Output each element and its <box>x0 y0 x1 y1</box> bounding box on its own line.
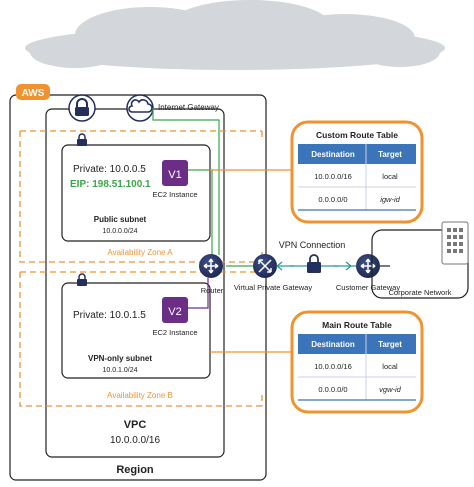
v1-private-ip: Private: 10.0.0.5 <box>73 164 146 175</box>
table-cell: vgw-id <box>379 385 402 394</box>
v1-badge: V1 <box>168 169 181 181</box>
region-label: Region <box>116 464 154 476</box>
custom-route-table: Custom Route Table Destination Target 10… <box>290 120 424 224</box>
internet-gateway-label: Internet Gateway <box>158 103 219 112</box>
table-cell: igw-id <box>380 195 400 204</box>
vpn-subnet-cidr: 10.0.1.0/24 <box>102 367 137 374</box>
v2-badge: V2 <box>168 306 181 318</box>
vpn-subnet-lock-icon <box>77 273 87 286</box>
public-subnet-lock-icon <box>77 133 87 146</box>
vpn-connection-label: VPN Connection <box>279 240 346 250</box>
table-cell: 10.0.0.0/16 <box>314 362 352 371</box>
table-cell: 10.0.0.0/16 <box>314 172 352 181</box>
custom-rt-header-destination: Destination <box>311 150 355 159</box>
internet-gateway-icon <box>126 94 154 122</box>
zone-a-box <box>19 130 262 263</box>
zone-b-box <box>19 271 262 407</box>
corporate-network-box <box>371 229 469 299</box>
vpn-arrows <box>275 261 353 271</box>
v1-eip: EIP: 198.51.100.1 <box>70 179 151 190</box>
router-label: Router <box>201 286 224 295</box>
vpc-cidr: 10.0.0.0/16 <box>110 435 160 446</box>
zone-a-label: Availability Zone A <box>107 248 173 257</box>
lock-icon <box>68 94 96 122</box>
v2-instance-icon: V2 <box>162 297 188 323</box>
custom-rt-header-target: Target <box>378 150 402 159</box>
main-route-table: Main Route Table Destination Target 10.0… <box>290 310 424 414</box>
vpn-subnet-name: VPN-only subnet <box>88 354 152 363</box>
main-rt-header-destination: Destination <box>311 340 355 349</box>
router-icon <box>199 254 223 278</box>
aws-badge: AWS <box>16 84 50 100</box>
vpn-lock-icon <box>290 254 338 273</box>
zone-b-label: Availability Zone B <box>107 391 173 400</box>
customer-gateway-label: Customer Gateway <box>336 283 400 292</box>
custom-route-table-title: Custom Route Table <box>316 130 398 140</box>
public-subnet-cidr: 10.0.0.0/24 <box>102 228 137 235</box>
customer-gateway-icon <box>356 254 380 278</box>
corporate-network-label: Corporate Network <box>389 288 452 297</box>
aws-badge-label: AWS <box>22 88 45 99</box>
v1-instance-icon: V1 <box>162 160 188 186</box>
vgw-label: Virtual Private Gateway <box>234 283 312 292</box>
public-subnet-name: Public subnet <box>94 215 147 224</box>
table-cell: 0.0.0.0/0 <box>318 195 347 204</box>
vpc-label: VPC <box>124 419 147 431</box>
main-route-table-title: Main Route Table <box>322 320 392 330</box>
connection-lines <box>152 108 390 353</box>
vgw-icon <box>253 254 277 278</box>
table-cell: 0.0.0.0/0 <box>318 385 347 394</box>
table-cell: local <box>382 362 398 371</box>
main-rt-header-target: Target <box>378 340 402 349</box>
internet-cloud <box>25 0 445 70</box>
table-cell: local <box>382 172 398 181</box>
v1-instance-label: EC2 Instance <box>152 190 197 199</box>
v2-instance-label: EC2 Instance <box>152 328 197 337</box>
v2-private-ip: Private: 10.0.1.5 <box>73 310 146 321</box>
server-icon <box>441 221 469 265</box>
